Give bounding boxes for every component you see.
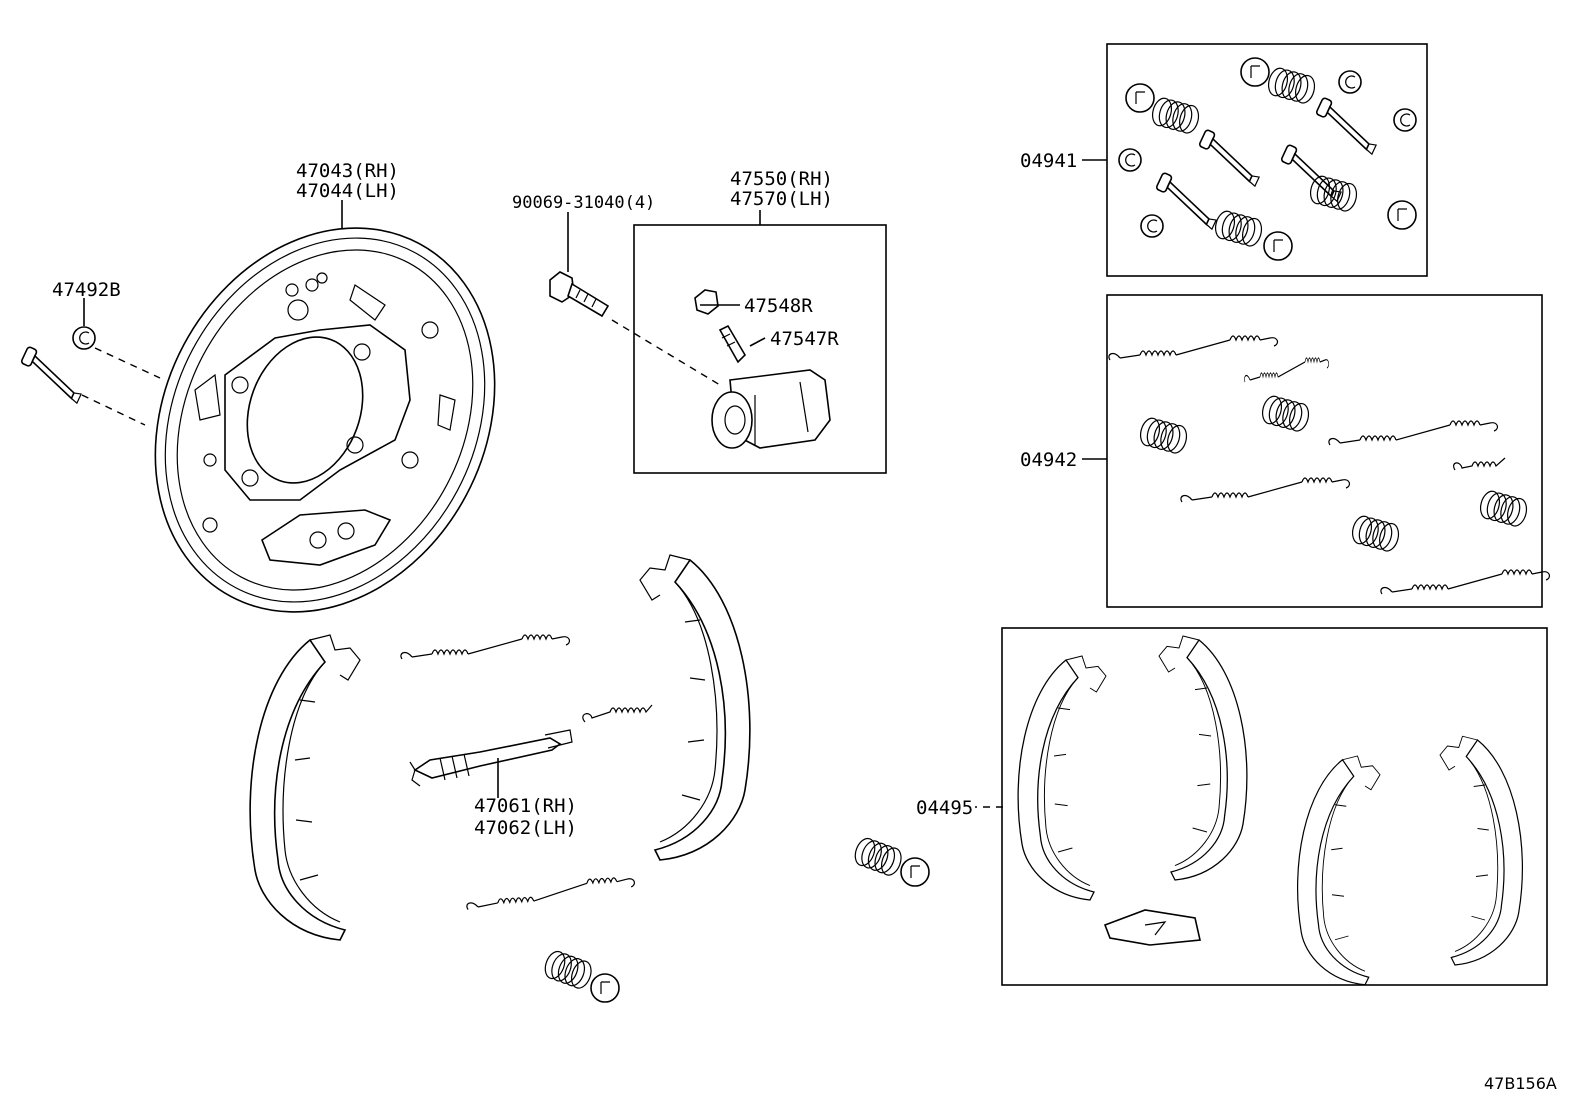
figure-id: 47B156A — [1484, 1074, 1557, 1093]
tension-spring — [1108, 335, 1279, 361]
label-cap: 47548R — [744, 295, 813, 317]
bolt-90069 — [549, 271, 721, 386]
label-backing-plate-rh: 47043(RH) — [296, 160, 399, 182]
tension-spring — [465, 876, 636, 911]
brake-shoe-right — [639, 554, 751, 861]
label-kit-04942: 04942 — [1020, 449, 1077, 471]
label-backing-plate-lh: 47044(LH) — [296, 180, 399, 202]
label-adjuster-rh: 47061(RH) — [474, 795, 577, 817]
label-adjuster-lh: 47062(LH) — [474, 817, 577, 839]
label-kit-04495: 04495 — [916, 797, 973, 819]
label-bleeder: 47547R — [770, 328, 839, 350]
kit-04941-box — [1106, 43, 1428, 277]
label-wheel-cylinder-lh: 47570(LH) — [730, 188, 833, 210]
kit-04942-box — [1106, 294, 1551, 608]
kit-04495-box — [1001, 627, 1548, 986]
hold-down-spring — [541, 835, 930, 1003]
adjuster-strut — [409, 729, 573, 787]
label-bolt: 90069-31040(4) — [512, 193, 655, 213]
label-wheel-cylinder-rh: 47550(RH) — [730, 168, 833, 190]
pin-47492b — [14, 326, 161, 426]
wheel-cylinder-group — [633, 224, 887, 474]
short-spring — [582, 704, 653, 723]
brake-shoe-left — [249, 634, 361, 941]
label-pin: 47492B — [52, 279, 121, 301]
tension-spring — [400, 634, 571, 660]
backing-plate — [154, 227, 496, 613]
label-kit-04941: 04941 — [1020, 150, 1077, 172]
